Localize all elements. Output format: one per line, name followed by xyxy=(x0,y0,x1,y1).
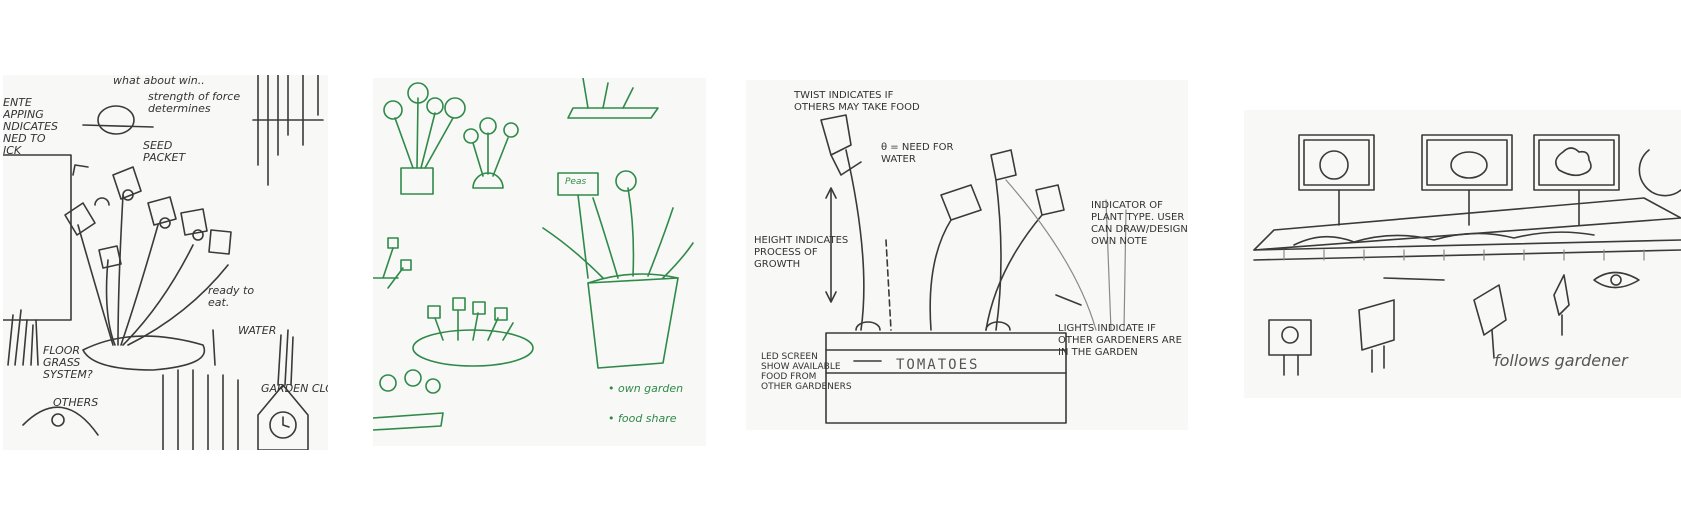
sketch-panel-3: TWIST INDICATES IF OTHERS MAY TAKE FOOD … xyxy=(746,80,1188,430)
note-left-edge: ENTE APPING NDICATES NED TO ICK xyxy=(3,97,58,157)
note-need-water: θ = NEED FOR WATER xyxy=(881,142,953,166)
note-strength-force: strength of force determines xyxy=(148,91,240,115)
note-floor-grass: FLOOR GRASS SYSTEM? xyxy=(43,345,93,381)
note-twist: TWIST INDICATES IF OTHERS MAY TAKE FOOD xyxy=(794,90,920,114)
note-indicator: INDICATOR OF PLANT TYPE. USER CAN DRAW/D… xyxy=(1091,200,1188,248)
lcd-screen-text: TOMATOES xyxy=(896,357,979,373)
note-height: HEIGHT INDICATES PROCESS OF GROWTH xyxy=(754,235,848,271)
sketch-panel-1: what about win.. strength of force deter… xyxy=(3,75,328,450)
note-food-share: • food share xyxy=(608,413,677,425)
note-lights: LIGHTS INDICATE IF OTHER GARDENERS ARE I… xyxy=(1058,323,1182,359)
sketch-panel-4: follows gardener xyxy=(1244,110,1681,398)
note-led: LED SCREEN SHOW AVAILABLE FOOD FROM OTHE… xyxy=(761,352,852,392)
note-ready-to-eat: ready to eat. xyxy=(208,285,254,309)
note-garden-clock: GARDEN CLOC xyxy=(261,383,328,395)
note-seed-packet: SEED PACKET xyxy=(143,140,185,164)
note-others: OTHERS xyxy=(53,397,98,409)
note-sign-peas: Peas xyxy=(565,176,586,188)
note-water: WATER xyxy=(238,325,276,337)
note-what-about-wind: what about win.. xyxy=(113,75,205,87)
sketch-panel-2: Peas • own garden • food share xyxy=(373,78,706,446)
note-follows-gardener: follows gardener xyxy=(1494,352,1628,370)
note-own-garden: • own garden xyxy=(608,383,683,395)
